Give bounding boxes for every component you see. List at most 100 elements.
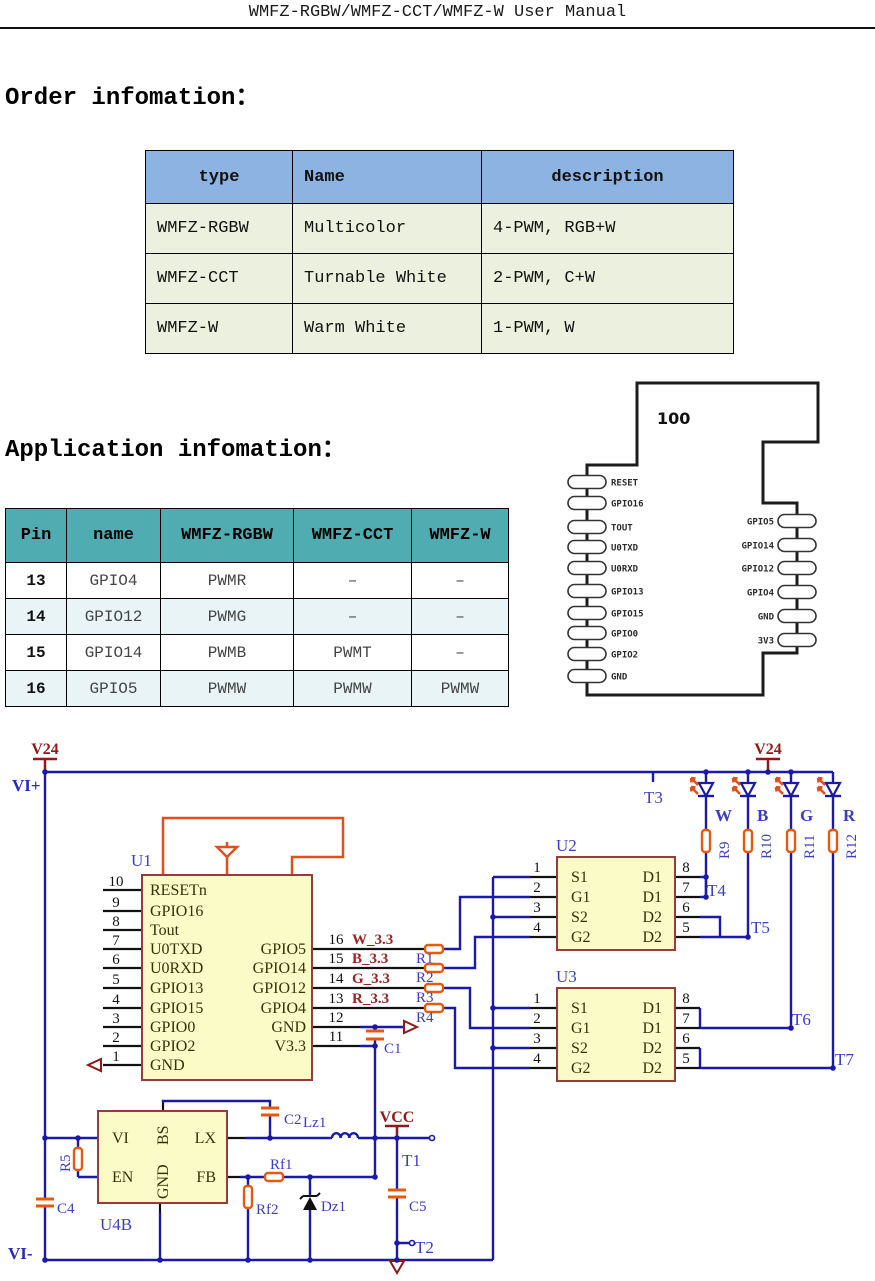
antenna-icon [213, 842, 241, 875]
t3-label: T3 [644, 788, 663, 807]
t7-label: T7 [835, 1050, 854, 1069]
table-row: 14 GPIO12 PWMG – – [5, 598, 509, 635]
table-row: WMFZ-RGBW Multicolor 4-PWM, RGB+W [145, 203, 734, 254]
u3-pin-number: 4 [533, 1051, 541, 1067]
application-info-heading: Application infomation： [5, 437, 346, 464]
u3-labels: U3 S1 G1 S2 G2 D1 D1 D2 D2 1 2 3 4 8 7 6… [533, 967, 690, 1077]
cell-name: GPIO5 [66, 670, 161, 707]
v24-right-label: V24 [754, 741, 782, 758]
title-divider [0, 27, 875, 29]
cell-w: – [411, 634, 509, 671]
u1-pin-number: 15 [329, 951, 344, 967]
u1-pin-number: 2 [112, 1030, 120, 1046]
u1-pin-label: RESETn [150, 882, 207, 899]
doc-title: WMFZ-RGBW/WMFZ-CCT/WMFZ-W User Manual [248, 3, 627, 22]
u2-labels: U2 S1 G1 S2 G2 D1 D1 D2 D2 1 2 3 4 8 7 6… [533, 836, 690, 946]
cell-pin: 15 [5, 634, 67, 671]
u2-pin-label: D1 [642, 869, 662, 886]
module-left-pins: RESET GPIO16 TOUT U0TXD U0RXD GPIO13 GPI… [567, 474, 644, 684]
r1-ref: R1 [416, 951, 434, 967]
col-wmfz-w: WMFZ-W [411, 508, 509, 563]
led-r-label: R [843, 806, 856, 825]
t5-label: T5 [751, 918, 770, 937]
gnd-triangle-icon [388, 1260, 406, 1275]
t1-probe-icon [428, 1134, 436, 1142]
capacitors [36, 1029, 406, 1208]
c1-label: C1 [384, 1041, 402, 1057]
cell-name: Multicolor [292, 203, 482, 254]
c2-label: C2 [284, 1112, 302, 1128]
pin-label: GND [758, 613, 775, 623]
cell-cct: PWMW [293, 670, 412, 707]
module-size-label: 100 [657, 409, 690, 428]
u3-pin-label: D2 [642, 1060, 662, 1077]
cell-description: 1-PWM, W [481, 303, 734, 354]
u1-pin-label: U0RXD [150, 960, 203, 977]
vi-plus-label: VI+ [12, 776, 41, 795]
pin-label: GPIO5 [747, 518, 774, 528]
u1-pin-label: V3.3 [274, 1038, 306, 1055]
t2-probe-icon [408, 1239, 416, 1247]
u4b-pin-label: LX [195, 1130, 217, 1147]
led-labels: W B G R R9 R10 R11 R12 [715, 806, 860, 859]
t2-label: T2 [415, 1238, 434, 1257]
table-row: 15 GPIO14 PWMB PWMT – [5, 634, 509, 671]
pin-label: GPIO4 [747, 589, 775, 599]
cell-rgbw: PWMB [160, 634, 294, 671]
u1-pin-number: 14 [329, 971, 345, 987]
cell-type: WMFZ-RGBW [145, 203, 293, 254]
u2-pin-number: 2 [533, 880, 541, 896]
u1-pin-label: GPIO16 [150, 903, 203, 920]
schematic: U1 RESETn GPIO16 Tout U0TXD U0RXD GPIO13… [8, 741, 860, 1275]
col-wmfz-rgbw: WMFZ-RGBW [160, 508, 294, 563]
pin-label: TOUT [611, 524, 633, 534]
r3-ref: R3 [416, 990, 434, 1006]
u1-chip [141, 874, 313, 1081]
u1-pin-label: GPIO12 [253, 980, 306, 997]
c5-label: C5 [409, 1199, 427, 1215]
vi-minus-label: VI- [8, 1244, 33, 1263]
u1-pin-label: GPIO14 [253, 960, 306, 977]
u1-pin-label: GND [150, 1057, 185, 1074]
u3-pin-label: S2 [571, 1040, 588, 1057]
u2-pin-label: S2 [571, 909, 588, 926]
cell-pin: 14 [5, 598, 67, 635]
cell-cct: PWMT [293, 634, 412, 671]
lz1-label: Lz1 [303, 1115, 326, 1131]
u3-pin-number: 1 [533, 991, 541, 1007]
cell-cct: – [293, 598, 412, 635]
r10-ref: R10 [759, 834, 775, 859]
pin-label: U0TXD [611, 544, 639, 554]
u1-labels: U1 RESETn GPIO16 Tout U0TXD U0RXD GPIO13… [109, 851, 435, 1074]
u2-pin-number: 8 [682, 860, 690, 876]
led-icons [689, 776, 842, 799]
order-info-table: type Name description WMFZ-RGBW Multicol… [145, 150, 734, 354]
r9-ref: R9 [717, 841, 733, 859]
pin-stubs [103, 875, 700, 1213]
r11-ref: R11 [802, 835, 818, 859]
vcc-label: VCC [380, 1109, 415, 1126]
testpoint-labels: T3 T4 T5 T6 T7 T1 T2 [402, 788, 854, 1257]
rf2-label: Rf2 [256, 1202, 279, 1218]
net-label: B_3.3 [352, 951, 388, 967]
cell-rgbw: PWMW [160, 670, 294, 707]
table-row: 16 GPIO5 PWMW PWMW PWMW [5, 670, 509, 707]
cell-description: 2-PWM, C+W [481, 253, 734, 304]
u3-pin-label: D1 [642, 1000, 662, 1017]
table-header-row: Pin name WMFZ-RGBW WMFZ-CCT WMFZ-W [5, 508, 509, 563]
led-w-label: W [715, 806, 732, 825]
u1-pin-number: 16 [329, 932, 345, 948]
gnd-arrow-left-icon [85, 1057, 102, 1073]
u4b-pin-label: GND [155, 1164, 172, 1199]
col-description: description [481, 150, 734, 204]
u1-pin-number: 9 [112, 895, 120, 911]
pin-label: U0RXD [611, 565, 639, 575]
table-header-row: type Name description [145, 150, 734, 204]
u4b-pin-label: VI [112, 1130, 129, 1147]
pin-label: GPIO15 [611, 610, 644, 620]
cell-pin: 16 [5, 670, 67, 707]
u4b-pin-label: FB [196, 1169, 216, 1186]
col-name: Name [292, 150, 482, 204]
led-b-label: B [757, 806, 768, 825]
u1-pin-label: GPIO5 [261, 941, 306, 958]
